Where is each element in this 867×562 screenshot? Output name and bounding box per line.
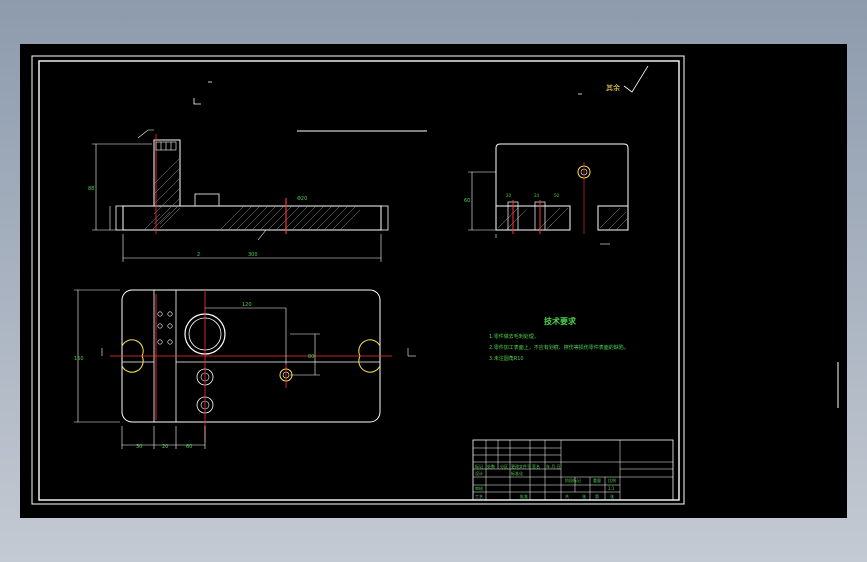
tb-date: 年.月.日 — [546, 463, 561, 469]
dim-bottom-b: 20 — [162, 444, 168, 450]
tech-req-item-3: 3.未注圆角R10 — [489, 355, 524, 362]
tech-req-item-2: 2.零件加工表面上，不应有划痕、擦伤等损伤零件表面的缺陷。 — [489, 344, 629, 351]
tb-review: 审核 — [475, 485, 483, 491]
sheet-inner-border — [38, 60, 680, 501]
tb-approve: 批准 — [520, 493, 528, 499]
tb-standard: 标准化 — [511, 470, 523, 476]
dim-overall-length: 300 — [248, 252, 258, 258]
sheet-outer-border — [31, 55, 685, 505]
tech-req-item-1: 1.零件做去毛刺处理。 — [489, 333, 539, 340]
dim-offset-b: 80 — [308, 354, 314, 360]
tb-mark: 标记 — [475, 463, 483, 469]
roughness-note: 其余 — [606, 83, 620, 92]
tb-scale-label: 比例 — [608, 477, 616, 483]
tb-zone: 分区 — [500, 463, 508, 469]
tb-scale-value: 1:1 — [608, 486, 615, 491]
surface-roughness-symbol: 其余 — [606, 65, 649, 93]
dim-small: 2 — [197, 252, 200, 258]
tb-stage-mark: 阶段标记 — [565, 477, 581, 483]
dim-bottom-a: 30 — [136, 444, 142, 450]
tb-sheet-no: 第 — [595, 493, 599, 499]
tb-design: 设计 — [475, 470, 483, 476]
technical-requirements: 技术要求 1.零件做去毛刺处理。 2.零件加工表面上，不应有划痕、擦伤等损伤零件… — [489, 316, 629, 362]
dim-plate-height: 160 — [74, 356, 84, 362]
tb-total: 共 — [565, 493, 569, 499]
title-block: 标记 处数 分区 更改文件号 签名 年.月.日 设计 标准化 审核 工艺 批准 … — [472, 439, 674, 501]
dim-side-c: 50 — [554, 193, 560, 198]
cad-viewport[interactable]: 其余 — [20, 44, 847, 518]
dim-side-height: 60 — [464, 198, 470, 204]
engineering-drawing: 其余 — [31, 55, 839, 505]
side-view: 60 20 24 50 — [464, 143, 629, 245]
plan-view: 160 120 80 30 20 60 — [74, 289, 416, 450]
tb-count: 处数 — [487, 463, 495, 469]
dim-bottom-c: 60 — [186, 444, 192, 450]
front-view: 300 2 88 Φ20 — [88, 129, 389, 262]
dim-hole-callout: Φ20 — [297, 196, 307, 202]
dim-side-a: 20 — [506, 193, 512, 198]
section-mark-top — [193, 81, 582, 105]
tb-sheets-2: 张 — [610, 493, 614, 499]
tb-change-doc: 更改文件号 — [511, 463, 531, 469]
tb-process: 工艺 — [475, 494, 483, 499]
tb-sheets-1: 张 — [582, 493, 586, 499]
dim-side-b: 24 — [534, 193, 540, 198]
tech-req-title: 技术要求 — [544, 316, 577, 326]
tb-weight: 重量 — [593, 477, 601, 483]
dim-height: 88 — [88, 186, 94, 192]
dim-offset-a: 120 — [242, 302, 252, 308]
tb-signature: 签名 — [532, 463, 540, 469]
